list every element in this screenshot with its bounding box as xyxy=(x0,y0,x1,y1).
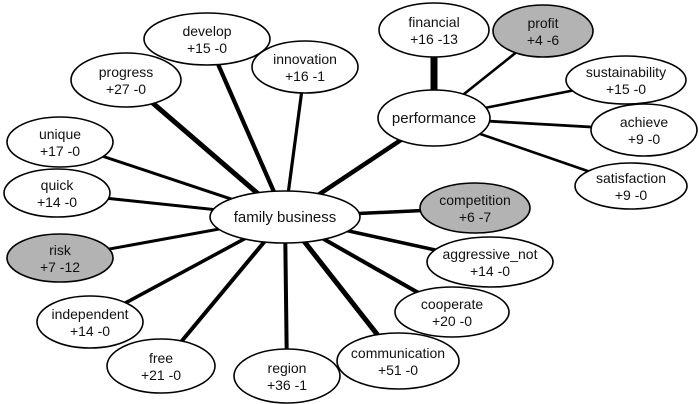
node-ellipse-risk xyxy=(6,233,114,283)
node-ellipse-develop xyxy=(143,12,271,66)
node-label-unique: unique+17 -0 xyxy=(39,126,81,159)
node-ellipse-region xyxy=(233,348,341,404)
edge-family_business-develop xyxy=(205,38,287,218)
node-label-satisfaction: satisfaction+9 -0 xyxy=(596,170,666,203)
node-label-sustainability: sustainability+15 -0 xyxy=(586,64,666,97)
node-label-progress: progress+27 -0 xyxy=(99,64,153,97)
node-quick: quick+14 -0 xyxy=(3,168,111,218)
node-label-risk: risk+7 -12 xyxy=(40,242,80,275)
node-innovation: innovation+16 -1 xyxy=(251,40,359,94)
node-label-financial: financial+16 -13 xyxy=(408,14,459,47)
node-label-competition: competition+6 -7 xyxy=(439,192,511,225)
node-label-independent: independent+14 -0 xyxy=(51,306,128,339)
node-label-profit: profit+4 -6 xyxy=(527,15,560,48)
node-ellipse-performance xyxy=(377,89,491,147)
node-achieve: achieve+9 -0 xyxy=(590,103,698,157)
node-ellipse-financial xyxy=(378,2,490,58)
node-aggressive_not: aggressive_not+14 -0 xyxy=(426,236,554,288)
node-label-free: free+21 -0 xyxy=(141,350,181,383)
node-label-performance: performance xyxy=(392,110,476,127)
node-develop: develop+15 -0 xyxy=(143,12,271,66)
node-label-family_business: family business xyxy=(234,209,337,226)
node-ellipse-unique xyxy=(6,116,114,168)
node-independent: independent+14 -0 xyxy=(36,295,144,349)
node-satisfaction: satisfaction+9 -0 xyxy=(574,162,688,210)
node-ellipse-satisfaction xyxy=(574,162,688,210)
node-risk: risk+7 -12 xyxy=(6,233,114,283)
node-cooperate: cooperate+20 -0 xyxy=(394,286,510,338)
node-ellipse-quick xyxy=(3,168,111,218)
node-performance: performance xyxy=(377,89,491,147)
node-label-communication: communication+51 -0 xyxy=(351,345,445,378)
node-label-cooperate: cooperate+20 -0 xyxy=(421,296,483,329)
node-ellipse-innovation xyxy=(251,40,359,94)
node-communication: communication+51 -0 xyxy=(336,332,460,390)
node-ellipse-independent xyxy=(36,295,144,349)
node-ellipse-achieve xyxy=(590,103,698,157)
node-financial: financial+16 -13 xyxy=(378,2,490,58)
node-competition: competition+6 -7 xyxy=(419,182,531,234)
node-region: region+36 -1 xyxy=(233,348,341,404)
node-progress: progress+27 -0 xyxy=(70,52,182,108)
node-label-innovation: innovation+16 -1 xyxy=(273,51,337,84)
node-sustainability: sustainability+15 -0 xyxy=(565,55,687,105)
node-label-achieve: achieve+9 -0 xyxy=(620,114,668,147)
node-label-aggressive_not: aggressive_not+14 -0 xyxy=(443,246,538,279)
node-ellipse-competition xyxy=(419,182,531,234)
node-ellipse-profit xyxy=(492,4,594,58)
node-ellipse-family_business xyxy=(209,190,361,244)
node-ellipse-free xyxy=(106,338,216,394)
node-profit: profit+4 -6 xyxy=(492,4,594,58)
node-label-region: region+36 -1 xyxy=(267,360,307,393)
node-ellipse-communication xyxy=(336,332,460,390)
node-ellipse-cooperate xyxy=(394,286,510,338)
node-label-develop: develop+15 -0 xyxy=(182,23,231,56)
node-label-quick: quick+14 -0 xyxy=(37,177,77,210)
node-family_business: family business xyxy=(209,190,361,244)
node-ellipse-sustainability xyxy=(565,55,687,105)
node-ellipse-progress xyxy=(70,52,182,108)
node-ellipse-aggressive_not xyxy=(426,236,554,288)
node-free: free+21 -0 xyxy=(106,338,216,394)
node-unique: unique+17 -0 xyxy=(6,116,114,168)
